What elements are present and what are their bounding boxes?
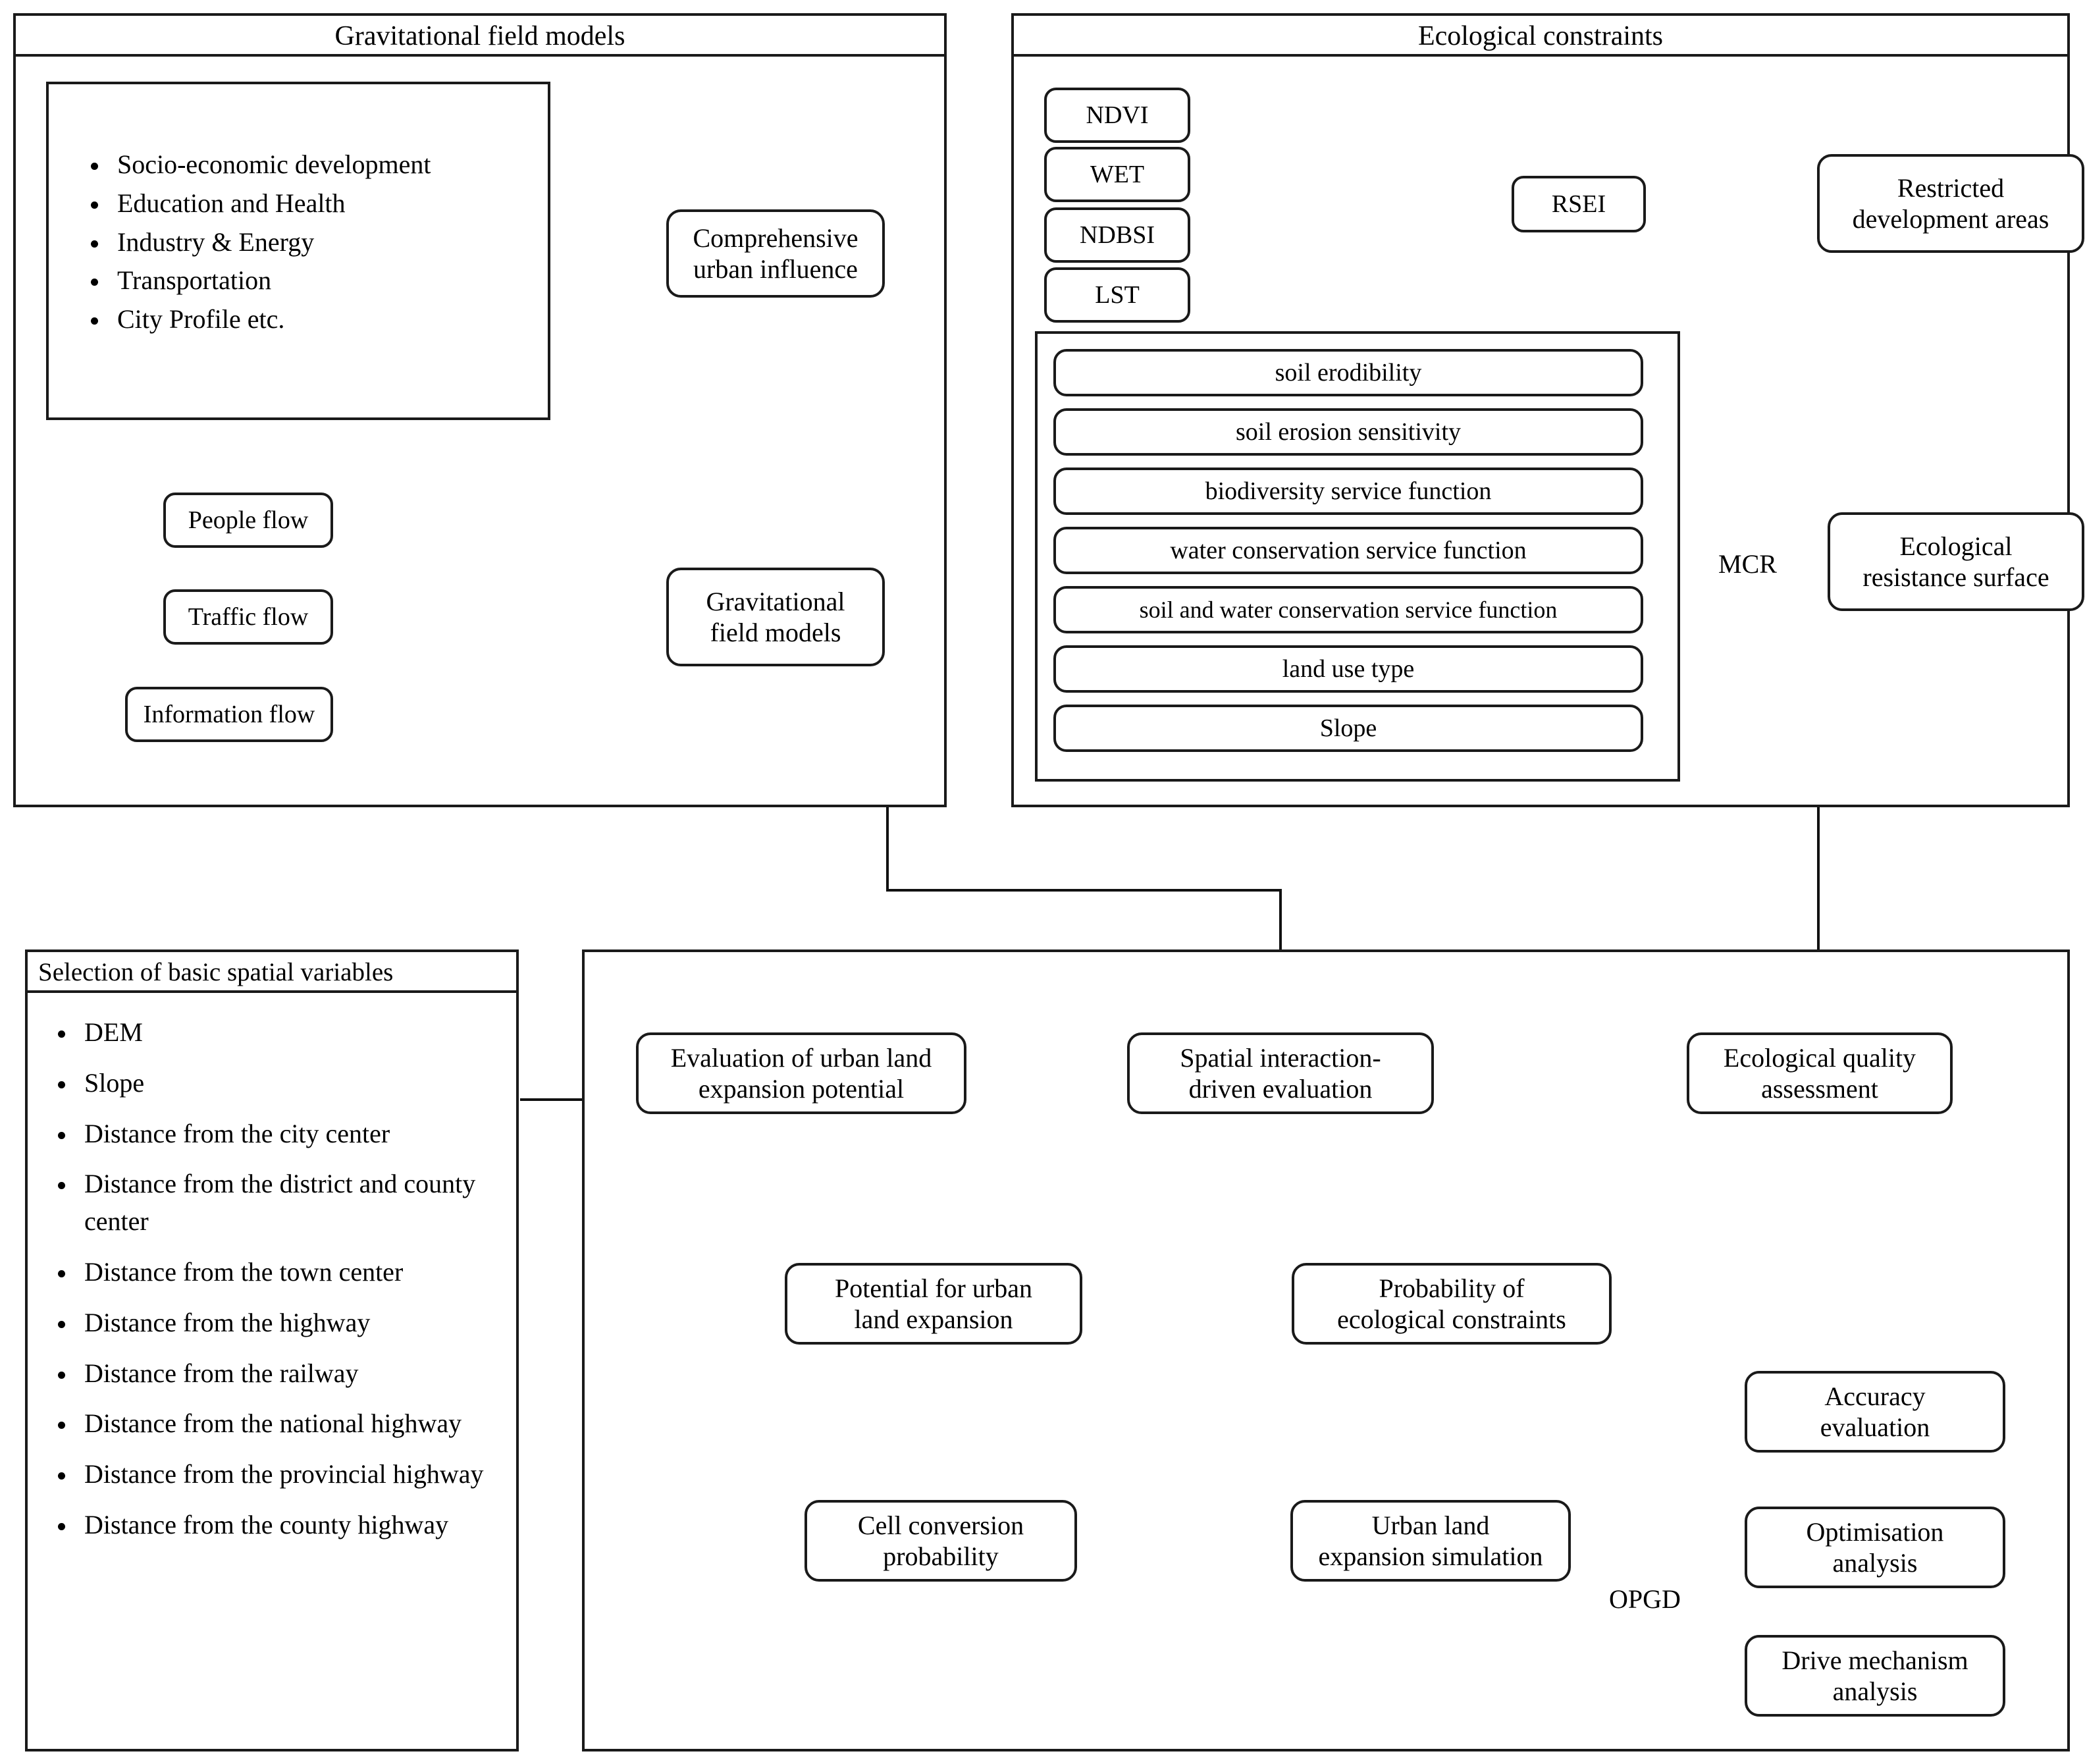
node-label-line1: Cell conversion [857, 1510, 1024, 1540]
node-information-flow[interactable]: Information flow [125, 687, 333, 742]
node-label-line2: land expansion [854, 1304, 1013, 1334]
node-label: Information flow [143, 700, 315, 728]
node-cell-conversion-probability[interactable]: Cell conversion probability [805, 1500, 1077, 1582]
list-item: Slope [53, 1065, 507, 1102]
list-item: Socio-economic development [86, 146, 546, 184]
node-label: Slope [1319, 714, 1377, 742]
node-label-line2: expansion simulation [1318, 1541, 1543, 1571]
list-item: Distance from the city center [53, 1115, 507, 1153]
list-item: City Profile etc. [86, 301, 546, 338]
node-evaluation-urban-land-expansion-potential[interactable]: Evaluation of urban land expansion poten… [636, 1032, 966, 1114]
node-ecological-quality-assessment[interactable]: Ecological quality assessment [1687, 1032, 1953, 1114]
node-label-line2: resistance surface [1862, 562, 2049, 592]
edge-label-mcr: MCR [1718, 549, 1777, 579]
node-label-line1: Optimisation [1806, 1516, 1944, 1547]
node-label-line2: analysis [1832, 1548, 1918, 1578]
node-soil-erosion-sensitivity[interactable]: soil erosion sensitivity [1053, 408, 1643, 456]
node-label: RSEI [1551, 190, 1606, 218]
node-ndvi[interactable]: NDVI [1044, 88, 1190, 143]
list-item: Distance from the highway [53, 1304, 507, 1342]
node-label-line2: driven evaluation [1188, 1074, 1373, 1104]
node-soil-and-water-conservation-service-function[interactable]: soil and water conservation service func… [1053, 586, 1643, 633]
panel-title-gravitational: Gravitational field models [16, 16, 944, 57]
list-item: Distance from the national highway [53, 1405, 507, 1443]
node-drive-mechanism-analysis[interactable]: Drive mechanism analysis [1745, 1635, 2005, 1717]
node-label-line1: Ecological [1899, 531, 2013, 561]
node-label: NDVI [1086, 101, 1149, 129]
node-optimisation-analysis[interactable]: Optimisation analysis [1745, 1507, 2005, 1588]
node-accuracy-evaluation[interactable]: Accuracy evaluation [1745, 1371, 2005, 1453]
node-gravitational-field-models[interactable]: Gravitational field models [666, 568, 885, 666]
list-item: Distance from the district and county ce… [53, 1165, 507, 1241]
node-probability-of-ecological-constraints[interactable]: Probability of ecological constraints [1292, 1263, 1612, 1345]
list-item: Distance from the provincial highway [53, 1456, 507, 1493]
gravitational-factor-list: Socio-economic development Education and… [86, 146, 546, 340]
node-wet[interactable]: WET [1044, 147, 1190, 202]
node-label-line1: Accuracy [1824, 1381, 1926, 1411]
node-label-line2: ecological constraints [1337, 1304, 1566, 1334]
list-item: Distance from the town center [53, 1254, 507, 1291]
node-spatial-interaction-driven-evaluation[interactable]: Spatial interaction- driven evaluation [1127, 1032, 1434, 1114]
list-item: DEM [53, 1014, 507, 1052]
node-label: soil erosion sensitivity [1236, 417, 1461, 446]
node-label: water conservation service function [1170, 536, 1527, 564]
node-label-line2: evaluation [1820, 1412, 1930, 1442]
node-ndbsi[interactable]: NDBSI [1044, 207, 1190, 263]
list-item: Education and Health [86, 185, 546, 223]
node-water-conservation-service-function[interactable]: water conservation service function [1053, 527, 1643, 574]
node-label-line1: Gravitational [706, 586, 845, 616]
node-label: biodiversity service function [1205, 477, 1492, 505]
node-label: NDBSI [1079, 221, 1155, 249]
node-comprehensive-urban-influence[interactable]: Comprehensive urban influence [666, 209, 885, 298]
node-restricted-development-areas[interactable]: Restricted development areas [1817, 154, 2084, 253]
node-lst[interactable]: LST [1044, 267, 1190, 323]
node-label: People flow [188, 506, 309, 534]
node-potential-for-urban-land-expansion[interactable]: Potential for urban land expansion [785, 1263, 1082, 1345]
node-label-line1: Ecological quality [1723, 1042, 1916, 1073]
node-people-flow[interactable]: People flow [163, 493, 333, 548]
panel-title-ecological: Ecological constraints [1014, 16, 2067, 57]
node-label-line2: field models [710, 618, 841, 647]
node-label-line1: Restricted [1897, 173, 2005, 203]
list-item: Transportation [86, 262, 546, 300]
node-label: WET [1090, 160, 1145, 188]
node-label-line2: expansion potential [698, 1074, 905, 1104]
node-label-line2: urban influence [693, 254, 858, 284]
node-label: Traffic flow [188, 602, 309, 631]
node-label-line2: probability [883, 1541, 999, 1571]
node-label: soil erodibility [1275, 358, 1422, 387]
panel-spatial-variables: Selection of basic spatial variables [25, 949, 519, 1751]
node-label-line2: development areas [1852, 204, 2049, 234]
list-item: Distance from the county highway [53, 1507, 507, 1544]
node-urban-land-expansion-simulation[interactable]: Urban land expansion simulation [1290, 1500, 1571, 1582]
list-item: Distance from the railway [53, 1355, 507, 1393]
spatial-variables-list: DEM Slope Distance from the city center … [53, 1014, 507, 1557]
gravitational-factor-listbox [46, 82, 550, 420]
edge-label-opgd: OPGD [1609, 1584, 1681, 1614]
node-label-line2: assessment [1761, 1074, 1878, 1104]
node-label-line1: Potential for urban [835, 1273, 1032, 1303]
node-land-use-type[interactable]: land use type [1053, 645, 1643, 693]
node-label-line2: analysis [1832, 1676, 1918, 1706]
node-label-line1: Drive mechanism [1781, 1645, 1968, 1675]
node-biodiversity-service-function[interactable]: biodiversity service function [1053, 468, 1643, 515]
node-rsei[interactable]: RSEI [1512, 176, 1646, 232]
node-label-line1: Evaluation of urban land [670, 1042, 932, 1073]
node-label-line1: Probability of [1379, 1273, 1525, 1303]
node-soil-erodibility[interactable]: soil erodibility [1053, 349, 1643, 396]
node-traffic-flow[interactable]: Traffic flow [163, 589, 333, 645]
node-label-line1: Urban land [1371, 1510, 1490, 1540]
node-slope-ecological[interactable]: Slope [1053, 705, 1643, 752]
panel-title-spatial-variables: Selection of basic spatial variables [28, 952, 516, 993]
node-label-line1: Spatial interaction- [1180, 1042, 1381, 1073]
node-ecological-resistance-surface[interactable]: Ecological resistance surface [1828, 512, 2084, 611]
node-label: LST [1095, 281, 1140, 309]
node-label: land use type [1282, 655, 1415, 683]
node-label-line1: Comprehensive [693, 223, 858, 253]
list-item: Industry & Energy [86, 224, 546, 261]
node-label: soil and water conservation service func… [1139, 596, 1558, 623]
